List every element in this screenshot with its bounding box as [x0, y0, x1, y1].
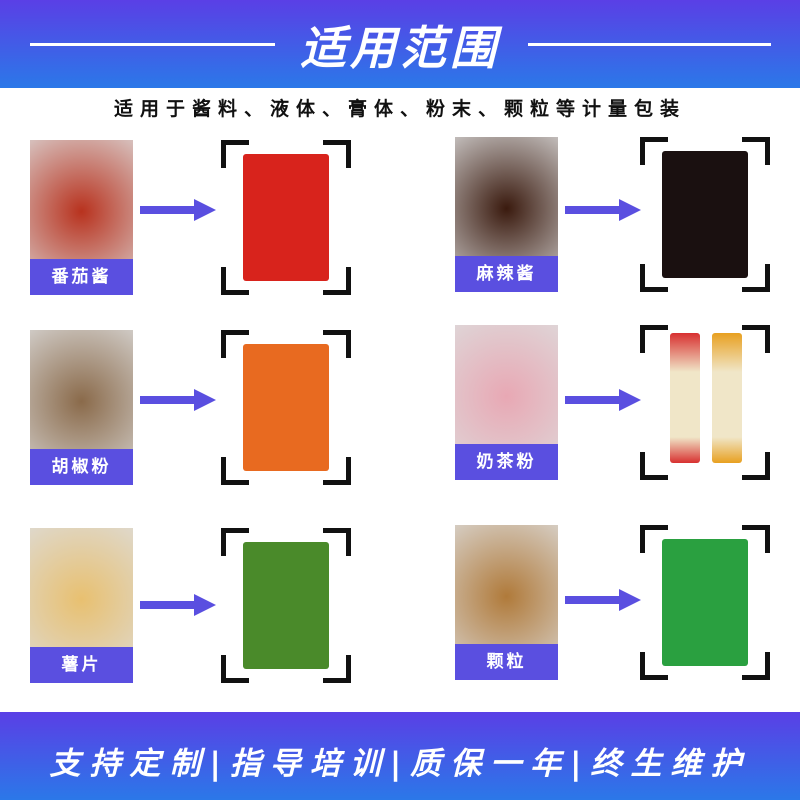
arrow-right-icon: [565, 199, 643, 221]
package-sample-frame: [640, 325, 770, 480]
package-image: [243, 542, 329, 669]
product-label: 胡椒粉: [30, 449, 133, 485]
product-photo: [455, 525, 558, 644]
arrow-right-icon: [140, 594, 218, 616]
package-sample-frame: [221, 330, 351, 485]
page-title: 适用范围: [300, 21, 500, 75]
product-label: 薯片: [30, 647, 133, 683]
footer-banner: 支持定制|指导培训|质保一年|终生维护: [0, 712, 800, 800]
divider-line-left: [30, 43, 275, 46]
arrow-right-icon: [565, 589, 643, 611]
header-banner: 适用范围: [0, 0, 800, 88]
product-photo: [30, 528, 133, 647]
product-label: 奶茶粉: [455, 444, 558, 480]
product-photo: [455, 325, 558, 444]
subtitle: 适用于酱料、液体、膏体、粉末、颗粒等计量包装: [113, 98, 686, 120]
product-photo: [30, 140, 133, 259]
package-image: [712, 333, 742, 463]
product-photo-card: 颗粒: [455, 525, 558, 680]
arrow-right-icon: [140, 389, 218, 411]
product-photo-card: 麻辣酱: [455, 137, 558, 292]
product-photo: [455, 137, 558, 256]
package-sample-frame: [221, 140, 351, 295]
product-label: 颗粒: [455, 644, 558, 680]
arrow-right-icon: [565, 389, 643, 411]
package-image: [662, 539, 748, 666]
package-sample-frame: [640, 137, 770, 292]
package-image: [662, 151, 748, 278]
package-image: [243, 154, 329, 281]
product-photo-card: 胡椒粉: [30, 330, 133, 485]
footer-text: 支持定制|指导培训|质保一年|终生维护: [49, 746, 751, 782]
divider-line-right: [528, 43, 771, 46]
product-label: 麻辣酱: [455, 256, 558, 292]
arrow-right-icon: [140, 199, 218, 221]
product-photo: [30, 330, 133, 449]
package-image: [670, 333, 700, 463]
package-image: [243, 344, 329, 471]
product-photo-card: 奶茶粉: [455, 325, 558, 480]
product-label: 番茄酱: [30, 259, 133, 295]
product-photo-card: 番茄酱: [30, 140, 133, 295]
package-sample-frame: [221, 528, 351, 683]
package-sample-frame: [640, 525, 770, 680]
product-photo-card: 薯片: [30, 528, 133, 683]
